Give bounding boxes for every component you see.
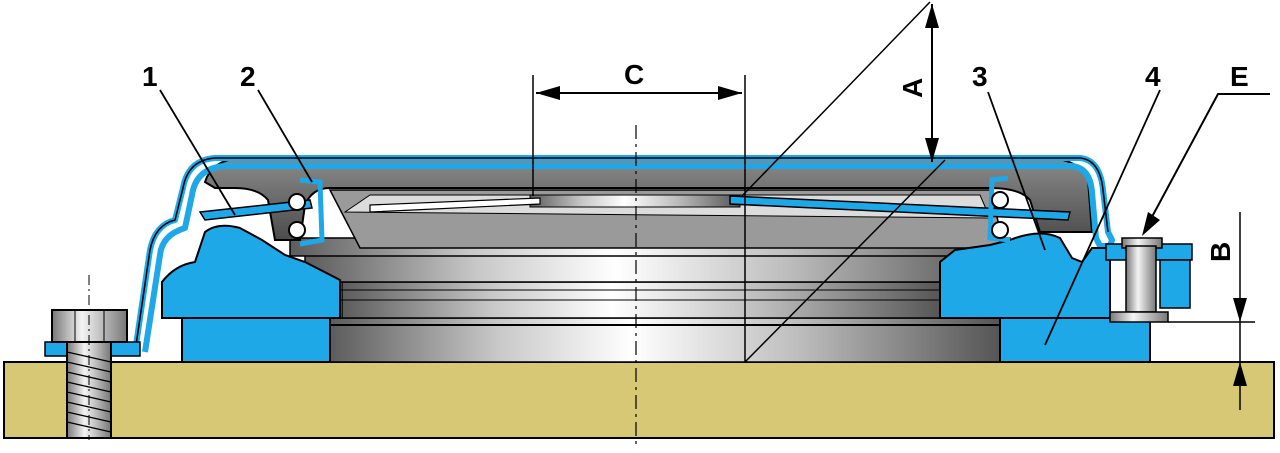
pivot-rings-right bbox=[987, 175, 1011, 243]
right-base-block bbox=[999, 317, 1151, 363]
label-part-2: 2 bbox=[240, 61, 256, 92]
label-dimension-c: C bbox=[624, 59, 644, 90]
label-dimension-e: E bbox=[1230, 61, 1249, 92]
diaphragm-spring-left bbox=[198, 199, 313, 221]
label-part-1: 1 bbox=[142, 61, 158, 92]
label-dimension-a: A bbox=[897, 78, 928, 98]
leader-3 bbox=[987, 91, 1046, 251]
mounting-bolt bbox=[44, 275, 141, 440]
diaphragm-spring-right bbox=[729, 195, 1071, 221]
dimension-a bbox=[741, 1, 946, 363]
left-pressure-block bbox=[161, 224, 341, 319]
dimension-c bbox=[532, 75, 746, 362]
clutch-body bbox=[289, 237, 1011, 363]
leader-1 bbox=[159, 89, 236, 216]
left-base-block bbox=[181, 317, 331, 363]
label-part-3: 3 bbox=[972, 61, 988, 92]
base-plate bbox=[3, 361, 1275, 439]
pivot-rings-left bbox=[288, 177, 325, 247]
dimension-b bbox=[1168, 212, 1255, 410]
label-dimension-b: B bbox=[1205, 242, 1236, 262]
leader-e bbox=[1142, 93, 1270, 236]
leader-4 bbox=[1044, 89, 1161, 346]
leader-2 bbox=[257, 89, 313, 183]
right-rivet bbox=[1105, 237, 1193, 323]
label-part-4: 4 bbox=[1145, 61, 1161, 92]
